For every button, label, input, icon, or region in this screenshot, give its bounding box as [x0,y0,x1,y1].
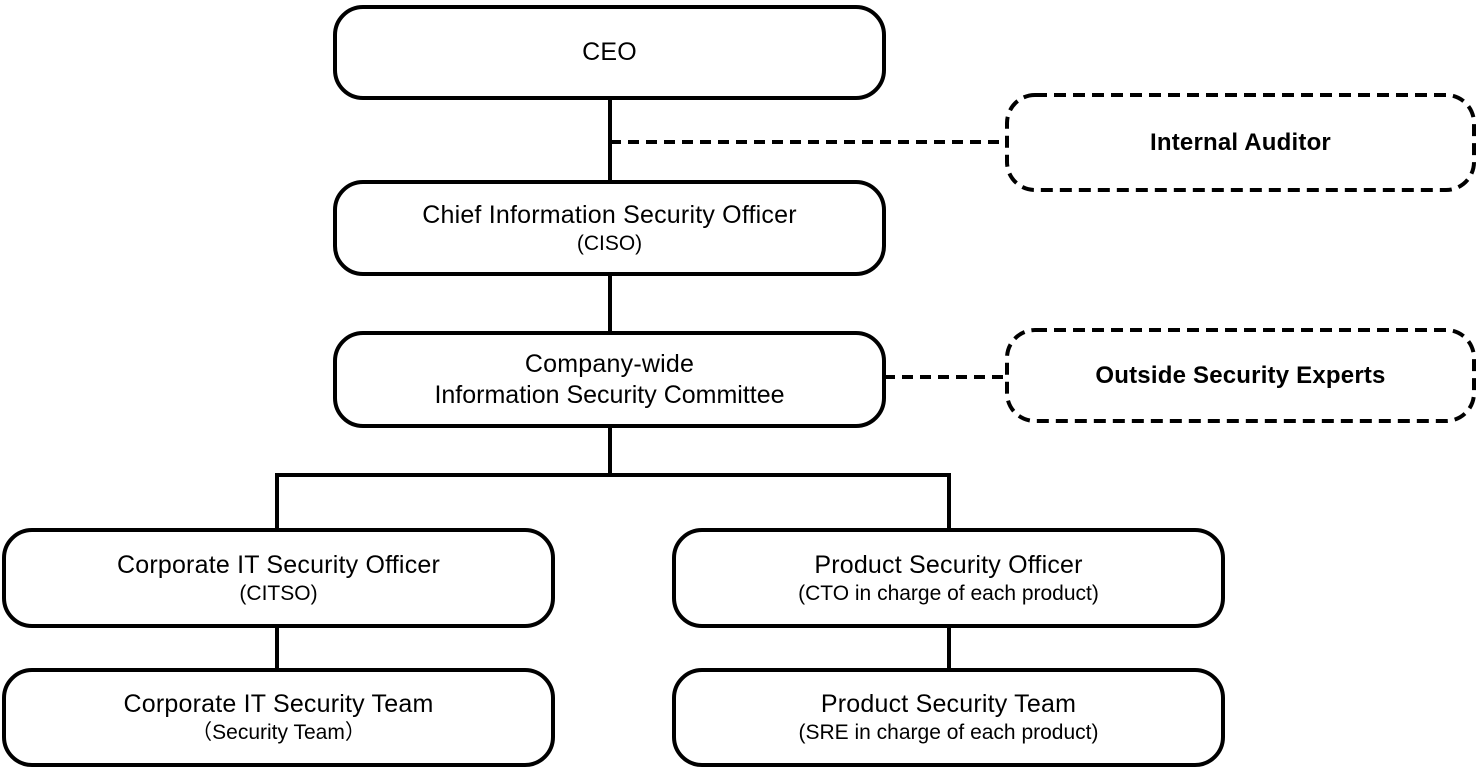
node-committee-label: Company-wide [524,349,695,378]
node-ceo: CEO [333,5,886,100]
dashed-border [1005,93,1476,192]
node-internal-auditor: Internal Auditor [1005,93,1476,192]
node-corporate-it-security-team-sublabel: （Security Team） [191,721,366,744]
node-product-security-team-label: Product Security Team [820,690,1077,718]
node-product-security-officer-sublabel: (CTO in charge of each product) [798,581,1099,605]
node-product-security-team-sublabel: (SRE in charge of each product) [798,721,1099,744]
node-product-security-officer: Product Security Officer (CTO in charge … [672,528,1225,628]
node-corporate-it-security-officer: Corporate IT Security Officer (CITSO) [2,528,555,628]
connector-citso-officer-team [275,625,279,671]
node-committee-sublabel: Information Security Committee [434,380,785,409]
node-ceo-label: CEO [582,38,637,66]
node-outside-experts-label: Outside Security Experts [1095,362,1386,389]
connector-committee-branch [608,426,612,477]
node-corporate-it-security-officer-sublabel: (CITSO) [239,581,318,605]
connector-branch-right-down [947,473,951,531]
node-internal-auditor-label: Internal Auditor [1150,129,1331,156]
node-product-security-officer-label: Product Security Officer [814,550,1083,579]
connector-branch-left-down [275,473,279,531]
connector-ciso-committee [608,273,612,334]
connector-internal-auditor-dashed [610,140,1007,144]
node-corporate-it-security-team: Corporate IT Security Team （Security Tea… [2,668,555,767]
node-ciso-sublabel: (CISO) [576,231,643,255]
node-ciso: Chief Information Security Officer (CISO… [333,180,886,276]
connector-branch-horizontal [275,473,951,477]
node-ciso-label: Chief Information Security Officer [422,200,797,229]
node-product-security-team: Product Security Team (SRE in charge of … [672,668,1225,767]
node-corporate-it-security-officer-label: Corporate IT Security Officer [116,550,441,579]
node-committee: Company-wide Information Security Commit… [333,331,886,428]
node-corporate-it-security-team-label: Corporate IT Security Team [123,690,434,718]
node-outside-experts: Outside Security Experts [1005,328,1476,423]
connector-pso-officer-team [947,625,951,671]
connector-outside-experts-dashed [884,375,1007,379]
